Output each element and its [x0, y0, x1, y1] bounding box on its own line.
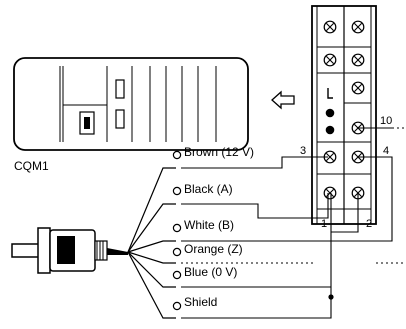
terminal-screws	[323, 20, 365, 200]
terminal-screw-icon	[351, 81, 365, 95]
terminal-label-10: 10	[380, 115, 392, 127]
terminal-label-3: 3	[300, 145, 306, 157]
led-icon	[325, 108, 335, 118]
indicator-slot-icon	[115, 109, 125, 129]
indicator-slot-icon	[115, 79, 125, 99]
terminal-screw-icon	[323, 186, 337, 200]
terminal-label-2: 2	[366, 218, 372, 230]
terminal-screw-icon	[351, 20, 365, 34]
terminal-screw-icon	[351, 53, 365, 67]
port-icon	[79, 111, 95, 135]
arrow-left-icon	[271, 90, 295, 110]
switch-icon	[327, 88, 333, 99]
wire-label-orange: Orange (Z)	[184, 242, 243, 256]
terminal-screw-icon	[323, 53, 337, 67]
terminal-block	[311, 5, 377, 225]
cqm1-plc-unit: CQM1	[13, 57, 249, 173]
terminal-label-1: 1	[321, 218, 327, 230]
wire-label-shield: Shield	[184, 295, 217, 309]
terminal-screw-icon	[323, 20, 337, 34]
plc-label: CQM1	[14, 159, 49, 173]
terminal-label-4: 4	[383, 145, 389, 157]
wire-label-brown: Brown (12 V)	[184, 145, 254, 159]
wire-label-white: White (B)	[184, 218, 234, 232]
wire-end-circles	[172, 150, 182, 311]
rotary-encoder	[11, 227, 128, 274]
junction-dot	[328, 294, 334, 300]
cable-fanout	[127, 167, 176, 319]
wire-label-blue: Blue (0 V)	[184, 265, 237, 279]
wire-label-black: Black (A)	[184, 182, 233, 196]
led-icon	[325, 125, 335, 135]
